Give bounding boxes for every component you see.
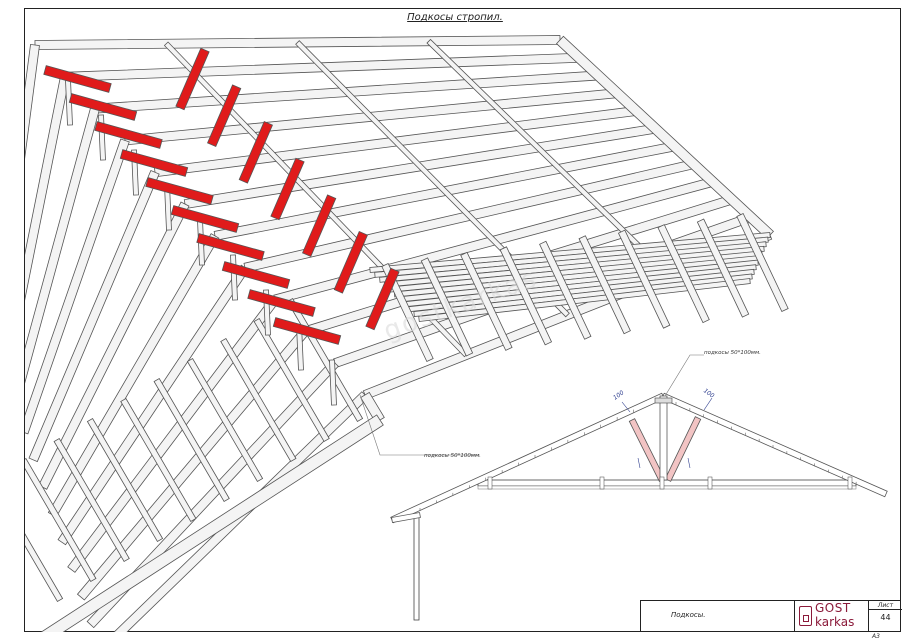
brace-right	[270, 157, 305, 221]
wall-top-plate	[391, 512, 421, 523]
front-batten	[253, 317, 330, 443]
rafter-left	[25, 43, 40, 159]
ceiling-beam	[617, 229, 671, 329]
leader-line-middle	[359, 394, 480, 456]
brace-left	[272, 317, 342, 345]
brace-right	[333, 231, 368, 294]
ridge-bolt	[654, 397, 673, 404]
sheet-number: 44	[880, 613, 891, 622]
joist-block	[847, 476, 853, 490]
sheet-label: Лист	[869, 602, 902, 610]
title-block: Подкосы. GOST karkas Лист 44	[640, 600, 902, 632]
front-batten	[53, 437, 130, 563]
front-batten	[86, 417, 164, 543]
brace-left	[119, 149, 189, 177]
front-batten	[186, 357, 264, 483]
tie-beam-lower	[477, 485, 857, 490]
ceiling-beam	[420, 257, 474, 357]
rafter-left	[25, 138, 130, 435]
brace-left	[196, 233, 265, 261]
wall-left	[413, 514, 420, 621]
title-block-name: Подкосы.	[671, 611, 706, 619]
sheet-frame	[24, 8, 901, 632]
gable-corner	[360, 391, 385, 424]
rafter-left	[28, 169, 160, 463]
house-icon	[799, 606, 812, 626]
dimension-arrow-bottom-right	[687, 457, 691, 469]
brace-left	[43, 65, 112, 93]
sheet-cell: Лист 44	[869, 601, 902, 632]
ridge-post	[329, 359, 337, 406]
drawing-title: Подкосы стропил.	[407, 12, 503, 23]
ceiling-beam	[736, 212, 789, 313]
logo-text-top: GOST	[815, 601, 851, 615]
section-brace-right	[664, 416, 702, 482]
dimension-arrow-bottom-left	[637, 457, 641, 469]
joist-block	[599, 476, 605, 490]
king-post	[659, 395, 668, 481]
ceiling-beam	[381, 262, 434, 363]
front-batten	[120, 397, 197, 523]
batten-right	[295, 40, 570, 318]
front-batten	[25, 533, 64, 603]
paper-format: А3	[872, 633, 880, 640]
joist	[418, 278, 751, 322]
front-batten	[25, 457, 97, 583]
company-logo: GOST karkas	[794, 601, 869, 632]
section-brace-left	[628, 418, 666, 482]
eave-fascia-left	[40, 414, 384, 632]
ceiling-beam	[460, 251, 513, 351]
brace-left	[247, 289, 316, 317]
tie-beam	[477, 479, 857, 487]
brace-callout-top: подкосы 50*100мм.	[704, 350, 761, 356]
dimension-arrow-right	[703, 397, 713, 411]
logo-text-bottom: karkas	[815, 615, 855, 629]
brace-right	[302, 194, 337, 257]
brace-right	[238, 121, 273, 184]
eave-fascia-right	[556, 35, 774, 240]
brace-right	[175, 47, 210, 111]
dimension-arrow-left	[621, 401, 631, 413]
brace-left	[68, 93, 138, 121]
ceiling-beam	[657, 224, 710, 324]
brace-right	[207, 84, 242, 147]
brace-callout-middle: подкосы 50*100мм.	[424, 453, 481, 459]
rafter-left	[38, 201, 190, 490]
brace-left	[145, 177, 214, 205]
roof-framing-group	[25, 35, 789, 632]
brace-left	[221, 261, 291, 289]
brace-right	[365, 267, 400, 331]
ceiling-beam	[578, 235, 631, 335]
section-rafter-right	[661, 392, 888, 498]
leader-line-top	[664, 354, 704, 397]
ceiling-beam	[539, 240, 592, 340]
front-batten	[153, 377, 230, 503]
joist-block	[707, 476, 713, 490]
front-batten	[220, 337, 297, 463]
brace-left	[170, 205, 240, 233]
joist-block	[659, 476, 665, 490]
ceiling-beam	[499, 246, 553, 346]
joist-block	[487, 476, 493, 490]
ceiling-beam	[696, 218, 750, 318]
brace-left	[94, 121, 163, 149]
